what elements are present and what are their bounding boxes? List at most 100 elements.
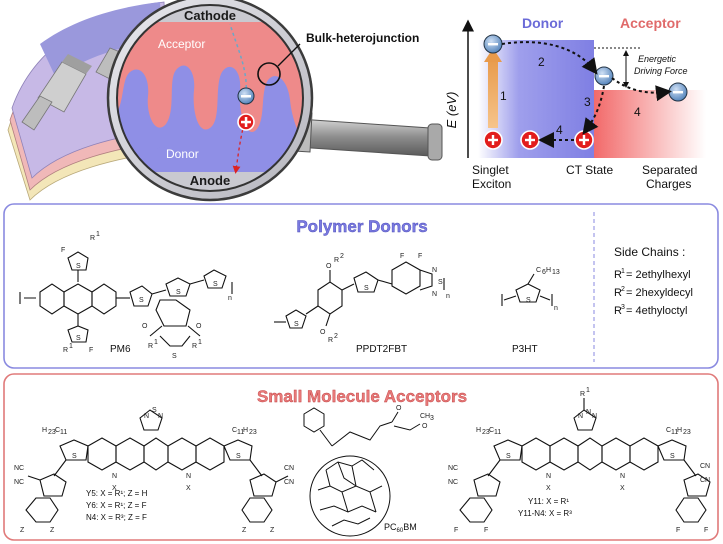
y6-label: Y6: X = R¹; Z = F (86, 501, 147, 510)
svg-text:C: C (666, 427, 671, 434)
svg-text:H: H (243, 427, 248, 434)
step-4a-label: 4 (556, 123, 563, 137)
svg-text:1: 1 (69, 343, 73, 350)
svg-text:CN: CN (700, 477, 710, 484)
svg-text:N: N (186, 473, 191, 480)
svg-text:N: N (144, 413, 149, 420)
svg-text:Z: Z (242, 527, 247, 534)
svg-text:C: C (536, 267, 541, 274)
callout-circle (257, 62, 281, 86)
y5-label: Y5: X = R¹; Z = H (86, 489, 148, 498)
svg-text:O: O (326, 263, 332, 270)
svg-text:R: R (614, 305, 622, 317)
donor-label: Donor (166, 147, 199, 161)
svg-text:N: N (158, 413, 163, 420)
svg-text:O: O (396, 405, 402, 412)
minus-sign-icon (241, 95, 251, 98)
svg-text:R: R (192, 343, 197, 350)
device-illustration: Cathode Acceptor Donor Anode Bulk-hetero… (7, 0, 443, 202)
svg-text:C: C (232, 427, 237, 434)
excitation-arrow (488, 58, 498, 128)
svg-text:23: 23 (482, 429, 490, 436)
driving-force-label-2: Driving Force (634, 66, 688, 76)
svg-text:NC: NC (448, 465, 458, 472)
electron-path (229, 23, 247, 95)
svg-text:Z: Z (270, 527, 275, 534)
svg-text:S: S (152, 407, 157, 414)
svg-text:S: S (438, 279, 443, 286)
svg-text:R: R (148, 343, 153, 350)
y-series-structure (25, 409, 289, 523)
svg-text:NC: NC (14, 465, 24, 472)
svg-text:S: S (139, 297, 144, 304)
svg-text:N: N (546, 473, 551, 480)
svg-text:N: N (578, 413, 583, 420)
magnifier-lens: Cathode Acceptor Donor Anode (106, 0, 314, 202)
svg-text:N: N (432, 291, 437, 298)
cathode-label: Cathode (184, 8, 236, 23)
bulk-heterojunction-label: Bulk-heterojunction (306, 31, 419, 45)
energy-diagram: E (eV) Donor Acceptor Energetic Driving … (444, 15, 706, 191)
svg-text:C: C (489, 427, 494, 434)
svg-text:n: n (554, 305, 558, 312)
svg-text:F: F (418, 253, 422, 260)
svg-text:S: S (213, 281, 218, 288)
svg-text:1: 1 (96, 231, 100, 238)
svg-text:X: X (186, 485, 191, 492)
svg-text:11: 11 (494, 429, 501, 436)
step-2-label: 2 (538, 55, 545, 69)
svg-text:2: 2 (340, 253, 344, 260)
singlet-label: Singlet (472, 163, 509, 177)
svg-text:CN: CN (284, 479, 294, 486)
p3ht-label: P3HT (512, 344, 538, 355)
hole-path (232, 123, 245, 174)
svg-text:O: O (142, 323, 148, 330)
svg-text:2: 2 (621, 286, 625, 293)
svg-text:11: 11 (60, 429, 67, 436)
y11-structure (459, 398, 711, 523)
driving-force-label-1: Energetic (638, 54, 677, 64)
svg-text:H: H (546, 267, 551, 274)
y11-n4-label: Y11-N4: X = R³ (518, 509, 572, 518)
side-chain-r2-text: = 2hexyldecyl (626, 287, 693, 299)
svg-text:N: N (112, 473, 117, 480)
svg-text:23: 23 (48, 429, 56, 436)
separated-hole-icon (520, 130, 540, 150)
donor-title: Donor (522, 15, 564, 31)
svg-text:N: N (586, 409, 591, 416)
exciton-hole-icon (483, 130, 503, 150)
exciton-label: Exciton (472, 177, 511, 191)
acceptors-title: Small Molecule Acceptors (257, 387, 467, 406)
svg-text:S: S (176, 289, 181, 296)
step-2-arrow (501, 41, 598, 75)
svg-text:11: 11 (237, 429, 244, 436)
svg-text:H: H (677, 427, 682, 434)
svg-text:F: F (61, 247, 65, 254)
polymer-donors-title: Polymer Donors (296, 217, 427, 236)
svg-text:F: F (676, 527, 680, 534)
svg-text:R: R (334, 257, 339, 264)
y11-label: Y11: X = R¹ (528, 497, 569, 506)
pm6-structure (19, 251, 233, 347)
side-chain-r3-text: = 4ethyloctyl (626, 305, 687, 317)
svg-text:S: S (76, 335, 81, 342)
svg-text:1: 1 (621, 268, 625, 275)
svg-text:H: H (42, 427, 47, 434)
svg-text:O: O (320, 329, 326, 336)
step-4-electron-arrow (611, 77, 672, 102)
svg-text:O: O (196, 323, 202, 330)
svg-text:6: 6 (542, 269, 546, 276)
svg-text:S: S (236, 453, 241, 460)
svg-text:S: S (364, 285, 369, 292)
step-1-label: 1 (500, 89, 507, 103)
svg-text:X: X (620, 485, 625, 492)
svg-text:R: R (580, 391, 585, 398)
svg-text:23: 23 (683, 429, 691, 436)
svg-text:Z: Z (50, 527, 55, 534)
svg-text:S: S (72, 453, 77, 460)
p3ht-structure (501, 273, 553, 306)
svg-text:R: R (90, 235, 95, 242)
